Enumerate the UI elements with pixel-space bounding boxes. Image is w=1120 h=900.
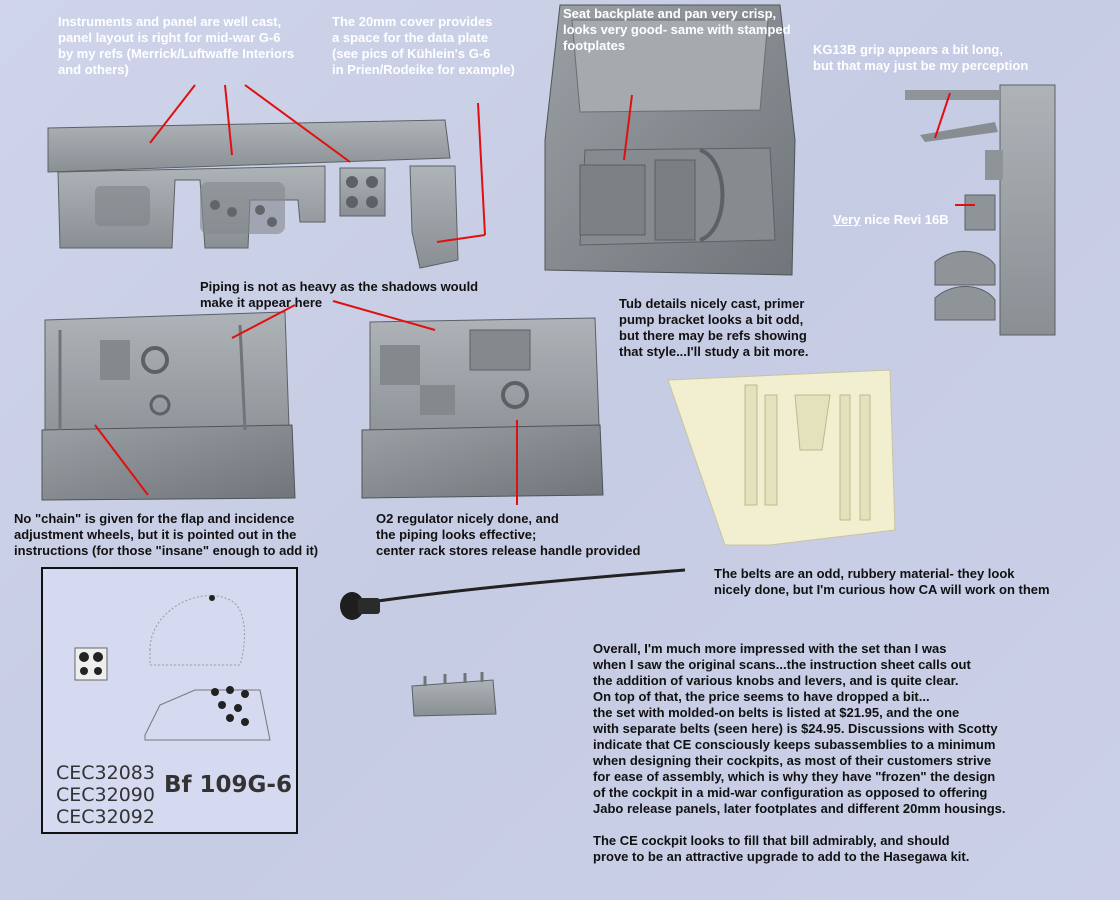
annotation-instruments: Instruments and panel are well cast, pan… <box>58 14 295 77</box>
annotation-20mm-cover: The 20mm cover provides a space for the … <box>332 14 515 77</box>
annotation-revi: Very nice Revi 16B <box>833 212 949 227</box>
right-sidewall-part <box>361 317 604 499</box>
decal-codes: CEC32083 CEC32090 CEC32092 <box>56 762 155 828</box>
annotation-piping: Piping is not as heavy as the shadows wo… <box>200 279 479 310</box>
annotation-o2: O2 regulator nicely done, and the piping… <box>376 511 641 558</box>
leader-lines <box>94 84 975 505</box>
annotation-chain: No "chain" is given for the flap and inc… <box>14 511 319 558</box>
annotation-tub: Tub details nicely cast, primer pump bra… <box>619 296 809 359</box>
control-stick-cable <box>340 568 686 620</box>
decal-sheet <box>41 567 298 834</box>
left-sidewall-part <box>41 311 296 501</box>
annotation-overall: Overall, I'm much more impressed with th… <box>593 641 1006 864</box>
instrument-panel-part <box>47 119 459 269</box>
sprue-part <box>905 84 1056 336</box>
decal-model-name: Bf 109G-6 <box>164 772 292 798</box>
belts-fret-part <box>667 369 896 546</box>
small-resin-block <box>411 672 497 717</box>
seat-tub-part <box>544 4 796 276</box>
annotation-seat: Seat backplate and pan very crisp, looks… <box>563 6 791 53</box>
annotation-grip: KG13B grip appears a bit long, but that … <box>813 42 1029 73</box>
annotation-belts: The belts are an odd, rubbery material- … <box>714 566 1050 597</box>
